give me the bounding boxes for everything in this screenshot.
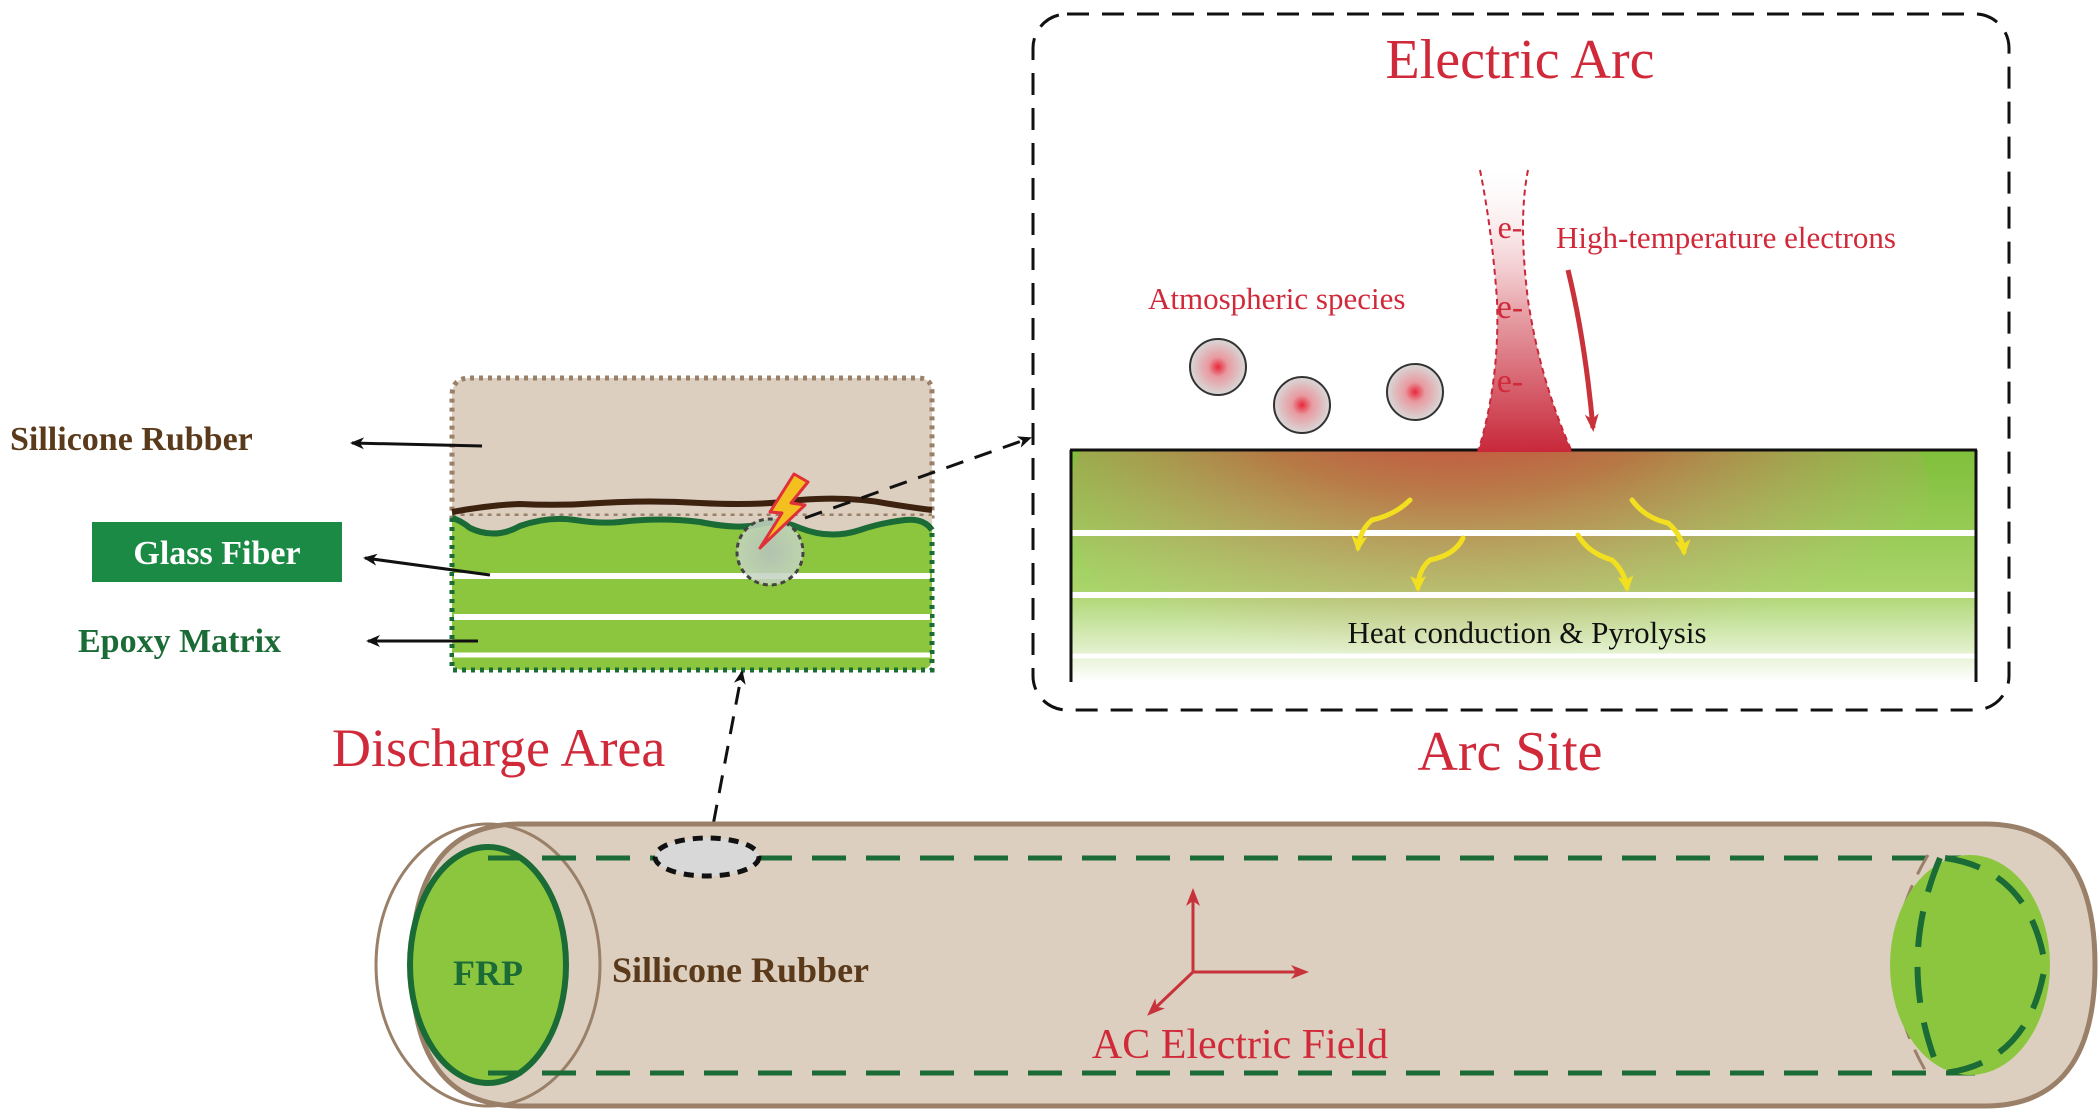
sillicone-rubber-rod-label: Sillicone Rubber: [612, 950, 869, 990]
rubber-interface-line: [451, 495, 933, 515]
atmospheric-species-particle: [1273, 376, 1331, 434]
arc-column-edge: [1522, 169, 1573, 453]
heat-arrow: [1629, 497, 1691, 556]
epoxy-matrix-outline: [449, 518, 935, 673]
arc-column: [1478, 170, 1572, 452]
arc-site-composite-strip: [1069, 448, 1978, 682]
atmospheric-species-label: Atmospheric species: [1148, 281, 1405, 316]
atmospheric-species-particle: [1386, 363, 1444, 421]
glass-fiber-label-box: [92, 522, 342, 582]
sillicone-rubber-label: Sillicone Rubber: [10, 421, 253, 458]
rod-discharge-spot: [652, 835, 762, 879]
lightning-icon: [758, 472, 810, 550]
rod-body: [409, 821, 2098, 1109]
zoom-arrow-to-arc-site: [804, 436, 1032, 520]
arc-site-box: [1031, 12, 2011, 712]
epoxy-matrix-label: Epoxy Matrix: [78, 623, 281, 660]
electron-symbol: e-: [1497, 289, 1523, 326]
discharge-spot: [735, 517, 805, 587]
electron-symbol: e-: [1497, 363, 1523, 400]
heat-arrow: [1351, 497, 1413, 552]
discharge-area-label: Discharge Area: [332, 718, 665, 778]
epoxy-matrix-layer: [452, 518, 932, 670]
frp-core-right-end: [1890, 855, 2050, 1075]
electron-arrow: [1565, 269, 1599, 432]
heat-flow-arrows: [1351, 497, 1691, 592]
arc-site-title: Arc Site: [1417, 721, 1602, 783]
glass-fiber-label: Glass Fiber: [133, 535, 300, 572]
heat-zone: [1070, 450, 1930, 682]
electric-arc-title: Electric Arc: [1386, 29, 1655, 91]
glass-fiber-pointer: [363, 553, 491, 577]
arc-column-edge: [1477, 169, 1499, 453]
composite-insulator-rod: FRP Sillicone Rubber AC Electric Field: [374, 821, 2098, 1109]
sillicone-rubber-pointer: [350, 437, 483, 450]
heat-arrow: [1575, 532, 1634, 592]
ac-electric-field-label: AC Electric Field: [1092, 1022, 1388, 1068]
sillicone-rubber-layer: [449, 375, 935, 519]
ac-field-axes: [1147, 888, 1309, 1016]
heat-arrow: [1410, 535, 1466, 592]
frp-core-end: [407, 844, 569, 1086]
glass-fiber-boundary: [451, 515, 935, 538]
high-temperature-electrons-label: High-temperature electrons: [1556, 220, 1896, 255]
frp-core-right-outline: [1914, 855, 2049, 1076]
rod-left-end-outline: [374, 822, 602, 1108]
atmospheric-species-particle: [1189, 338, 1247, 396]
heat-conduction-label: Heat conduction & Pyrolysis: [1347, 615, 1706, 650]
frp-label: FRP: [453, 953, 523, 993]
electron-symbol: e-: [1498, 209, 1523, 245]
